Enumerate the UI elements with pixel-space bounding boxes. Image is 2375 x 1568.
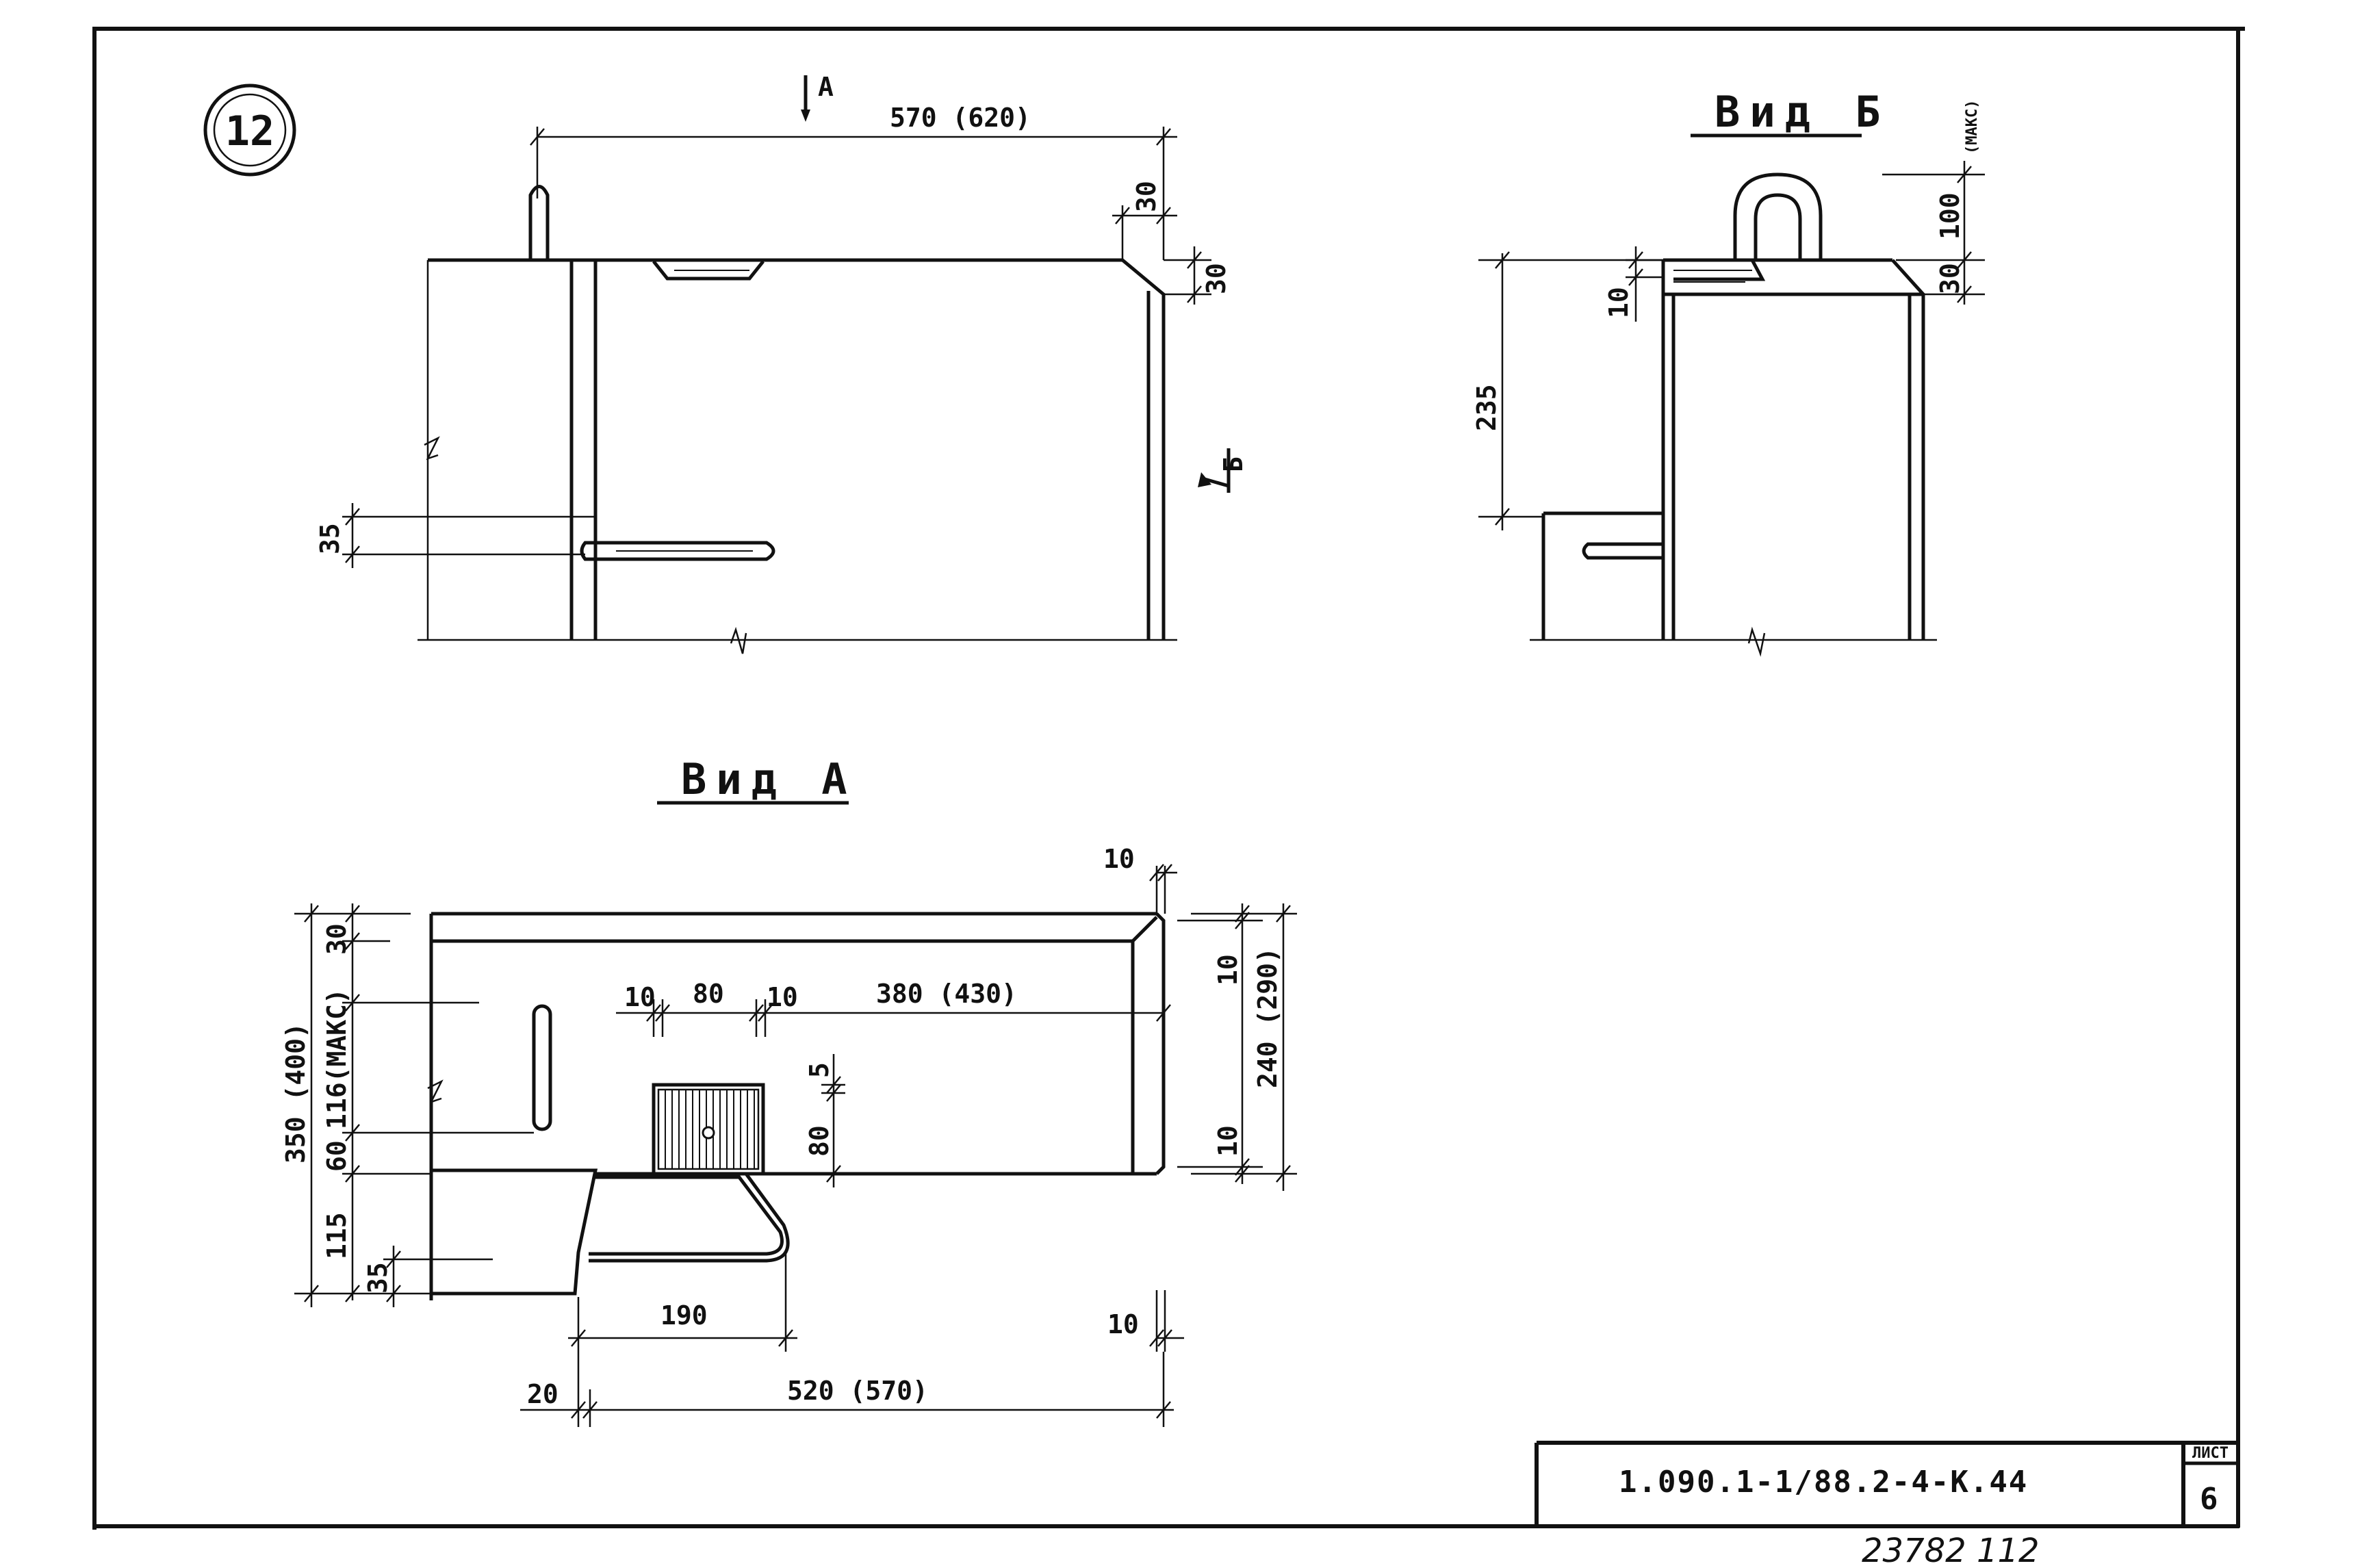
dim-view-a-d10-left: 10 <box>624 982 656 1012</box>
dim-chamfer-vertical: 30 <box>1201 263 1231 294</box>
dim-view-a-right-10-bottom: 10 <box>1213 1125 1243 1157</box>
view-a-door-knob <box>702 1126 715 1140</box>
dim-view-b-plate: 10 <box>1604 287 1634 318</box>
dim-view-a-d10-right: 10 <box>767 982 798 1012</box>
view-b-handle <box>1733 172 1823 260</box>
dim-view-b-offset: 30 <box>1935 263 1965 294</box>
view-b-title: Вид Б <box>1715 87 1890 137</box>
dim-view-a-top-strip: 30 <box>322 923 352 955</box>
sheet-label: ЛИСТ <box>2192 1445 2229 1462</box>
view-b: Вид Б 235 10 <box>1472 87 1985 657</box>
dim-view-a-top-right-thickness: 10 <box>1103 844 1135 874</box>
dim-shelf-offset: 35 <box>315 523 345 554</box>
dim-view-a-slot-length: 116(МАКС) <box>322 988 352 1129</box>
view-a-title: Вид А <box>681 754 857 804</box>
section-marker-a: А <box>818 72 834 102</box>
view-a-slot <box>532 1004 552 1131</box>
view-a-door-hatching <box>665 1090 755 1169</box>
dim-view-a-lower-part: 115 <box>322 1212 352 1259</box>
dim-view-a-d380: 380 (430) <box>876 979 1017 1009</box>
section-marker-b: Б <box>1218 457 1248 472</box>
detail-number: 12 <box>225 107 274 155</box>
view-a-shelf <box>431 1168 598 1296</box>
dim-view-b-handle-max: (МАКС) <box>1964 100 1981 154</box>
dim-view-b-handle-height: 100 <box>1935 192 1965 240</box>
sheet-frame <box>92 27 2245 1530</box>
dim-view-a-bottom-right-10: 10 <box>1107 1309 1139 1339</box>
front-shelf-rod <box>580 541 775 561</box>
inventory-number: 23782 112 <box>1862 1532 2040 1568</box>
dim-chamfer-horizontal: 30 <box>1131 181 1161 212</box>
title-block: 1.090.1-1/88.2-4-К.44 ЛИСТ 6 23782 112 <box>1535 1441 2239 1568</box>
sheet-number: 6 <box>2200 1482 2220 1517</box>
view-a: Вид А <box>281 754 1297 1427</box>
dim-view-a-lower-offset: 35 <box>363 1262 393 1294</box>
dim-overall-length: 570 (620) <box>890 103 1031 133</box>
dim-view-a-slot-gap: 60 <box>322 1140 352 1172</box>
front-handle <box>528 185 550 260</box>
dim-view-a-overall-depth: 350 (400) <box>281 1023 311 1164</box>
dim-view-a-d190: 190 <box>660 1300 708 1331</box>
dim-view-a-d5: 5 <box>804 1062 834 1078</box>
view-a-door <box>652 1083 765 1176</box>
dim-view-a-right-10-top: 10 <box>1213 954 1243 986</box>
document-code: 1.090.1-1/88.2-4-К.44 <box>1619 1465 2028 1500</box>
view-a-rod <box>589 1175 784 1256</box>
detail-number-badge: 12 <box>203 83 296 177</box>
dim-view-a-d20: 20 <box>527 1379 559 1409</box>
dim-view-a-right-240: 240 (290) <box>1253 947 1283 1088</box>
dim-view-a-d80-top: 80 <box>693 979 724 1009</box>
front-body-outline <box>595 258 1166 640</box>
front-view: 570 (620) А 30 30 Б 35 <box>315 72 1248 654</box>
dim-view-a-d80-side: 80 <box>804 1125 834 1157</box>
dim-view-a-d520: 520 (570) <box>787 1376 928 1406</box>
dim-view-b-height: 235 <box>1472 384 1502 431</box>
